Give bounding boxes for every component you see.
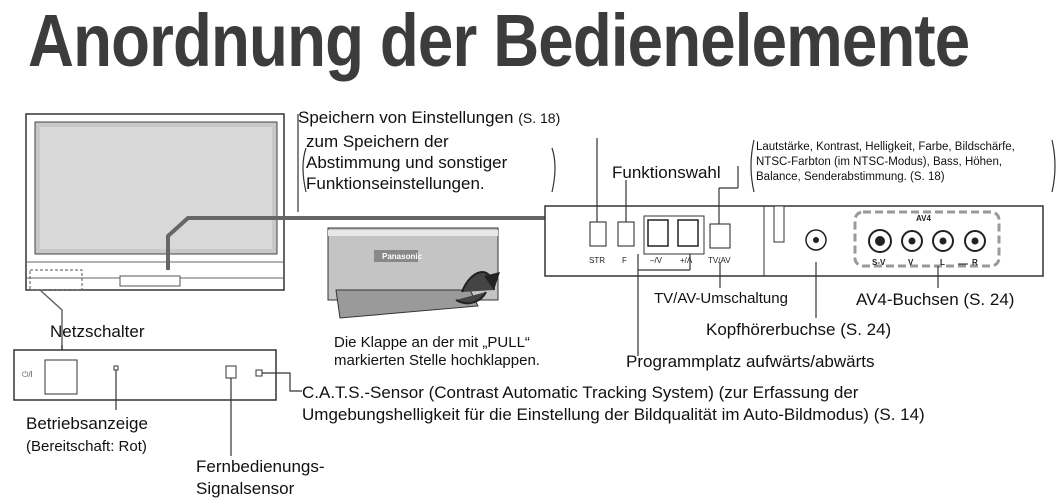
front-panel	[13, 289, 277, 401]
f-label: F	[622, 256, 627, 265]
function-select-label: Funktionswahl	[612, 163, 721, 182]
headphone-label: Kopfhörerbuchse (S. 24)	[706, 320, 892, 339]
tv-av-label: TV/AV-Umschaltung	[654, 290, 788, 307]
l-label: L	[940, 258, 945, 267]
r-label: R	[972, 258, 978, 267]
av4-label: AV4	[916, 214, 931, 223]
av4-jacks-label: AV4-Buchsen (S. 24)	[856, 290, 1015, 309]
power-switch-label: Netzschalter	[50, 322, 145, 341]
plus-label: +/Λ	[680, 256, 693, 265]
save-settings-label: Speichern von Einstellungen (S. 18)	[298, 108, 561, 127]
save-settings-desc: zum Speichern der Abstimmung und sonstig…	[306, 132, 508, 193]
tv-illustration	[25, 113, 285, 291]
minus-label: –/V	[650, 256, 663, 265]
remote-sensor-label: Fernbedienungs- Signalsensor	[196, 457, 325, 498]
function-desc: Lautstärke, Kontrast, Helligkeit, Farbe,…	[756, 141, 1015, 183]
program-label: Programmplatz aufwärts/abwärts	[626, 352, 875, 371]
tvav-label: TV/AV	[708, 256, 731, 265]
page-title: Anordnung der Bedienelemente	[28, 0, 970, 82]
power-symbol: ⏻/I	[22, 370, 33, 379]
str-label: STR	[589, 256, 605, 265]
brand-logo: Panasonic	[382, 252, 423, 261]
flap-note: Die Klappe an der mit „PULL“ markierten …	[334, 334, 540, 369]
v-label: V	[908, 258, 914, 267]
control-panel	[544, 205, 1044, 277]
cats-sensor-label: C.A.T.S.-Sensor (Contrast Automatic Trac…	[302, 383, 925, 424]
standby-note: (Bereitschaft: Rot)	[26, 438, 147, 455]
sv-label: S-V	[872, 258, 886, 267]
flap-illustration	[327, 227, 500, 319]
standby-indicator-label: Betriebsanzeige	[26, 414, 148, 433]
